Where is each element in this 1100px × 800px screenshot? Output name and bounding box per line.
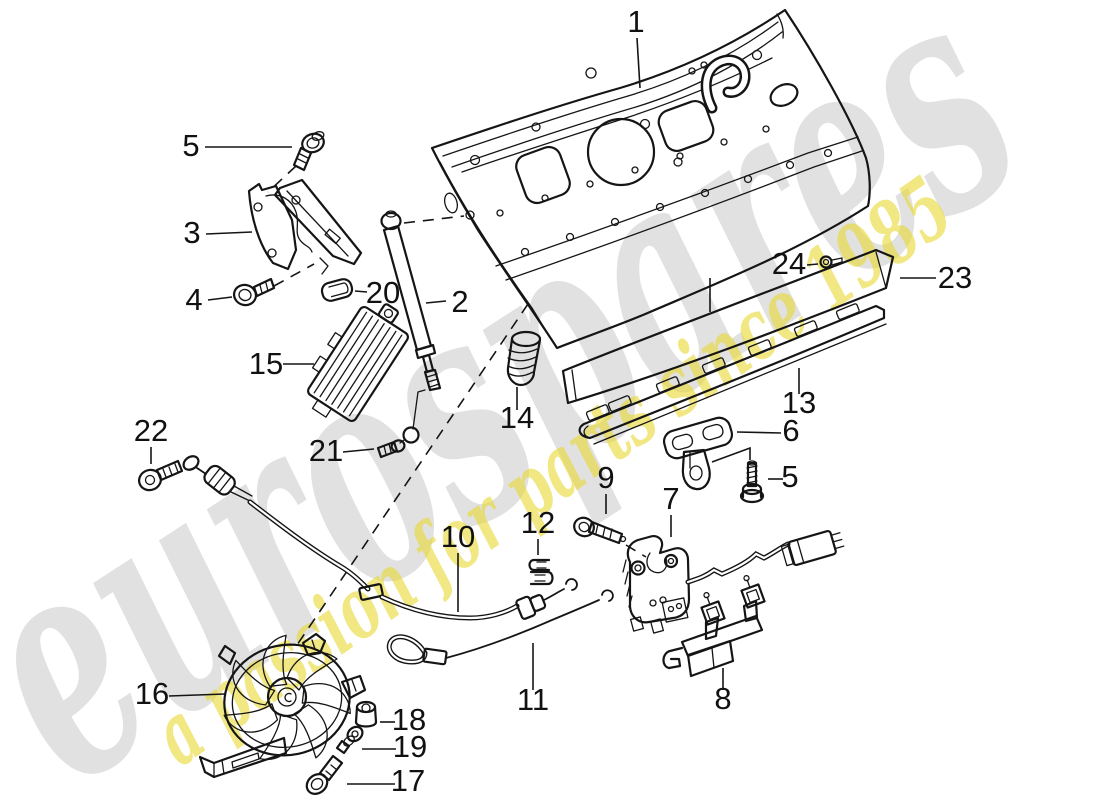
part-20-clip-drawing	[320, 278, 354, 302]
leader-lines	[150, 37, 936, 785]
part-label-6: 6	[782, 413, 799, 448]
part-label-19: 19	[393, 729, 427, 764]
part-12-clip-drawing	[528, 558, 554, 586]
part-22-socket-bolt-drawing	[138, 459, 184, 492]
part-label-17: 17	[391, 763, 425, 798]
part-label-12: 12	[521, 505, 555, 540]
part-label-18: 18	[392, 702, 426, 737]
part-11-safety-cable-drawing	[386, 589, 614, 666]
part-label-8: 8	[714, 681, 731, 716]
part-label-10: 10	[441, 519, 475, 554]
part-9-screw-drawing	[573, 516, 627, 545]
part-label-16: 16	[135, 676, 169, 711]
part-24-screw-drawing	[819, 255, 843, 269]
part-label-22: 22	[134, 413, 168, 448]
part-19-screw-drawing	[335, 725, 364, 755]
part-label-4: 4	[185, 282, 202, 317]
part-number-labels: 1 5 3 4 20 2 15 14 22 21 24 23 13 6 5 9 …	[134, 4, 972, 798]
part-label-2: 2	[451, 284, 468, 319]
part-label-24: 24	[772, 246, 806, 281]
lid-rivet-dots	[496, 125, 833, 257]
lock-harness-connector-drawing	[685, 530, 845, 585]
part-14-rubber-buffer-drawing	[506, 330, 542, 387]
part-17-bolt-drawing	[305, 754, 344, 795]
part-10-release-cable-drawing	[182, 455, 578, 621]
part-4-bolt-drawing	[232, 277, 276, 307]
part-1-rear-lid-drawing	[430, 8, 871, 350]
part-2-gas-spring-drawing	[380, 210, 442, 392]
part-label-23: 23	[938, 260, 972, 295]
part-label-20: 20	[366, 275, 400, 310]
part-21-ball-stud-drawing	[376, 389, 426, 459]
strip-tabs	[585, 303, 860, 421]
part-5-screw-top-drawing	[292, 131, 325, 172]
part-label-21: 21	[309, 433, 343, 468]
part-3-hinge-bracket-drawing	[247, 178, 363, 275]
part-label-5b: 5	[781, 459, 798, 494]
part-label-7: 7	[662, 481, 679, 516]
part-label-13: 13	[782, 385, 816, 420]
part-6-striker-bracket-drawing	[662, 416, 751, 491]
part-label-14: 14	[500, 400, 534, 435]
part-label-1: 1	[627, 4, 644, 39]
part-label-5a: 5	[182, 128, 199, 163]
part-7-lock-drawing	[622, 535, 691, 634]
part-5-screw-right-drawing	[739, 460, 765, 504]
part-13-slotted-strip-drawing	[578, 303, 887, 445]
part-18-sleeve-drawing	[354, 700, 378, 728]
part-23-trim-strip-drawing	[561, 248, 895, 405]
part-8-support-bracket-drawing	[662, 574, 766, 678]
part-label-11: 11	[517, 682, 549, 717]
part-label-3: 3	[183, 215, 200, 250]
part-16-fan-drawing	[198, 630, 367, 779]
part-15-control-unit-drawing	[307, 303, 409, 423]
part-label-15: 15	[249, 346, 283, 381]
part-label-9: 9	[597, 460, 614, 495]
